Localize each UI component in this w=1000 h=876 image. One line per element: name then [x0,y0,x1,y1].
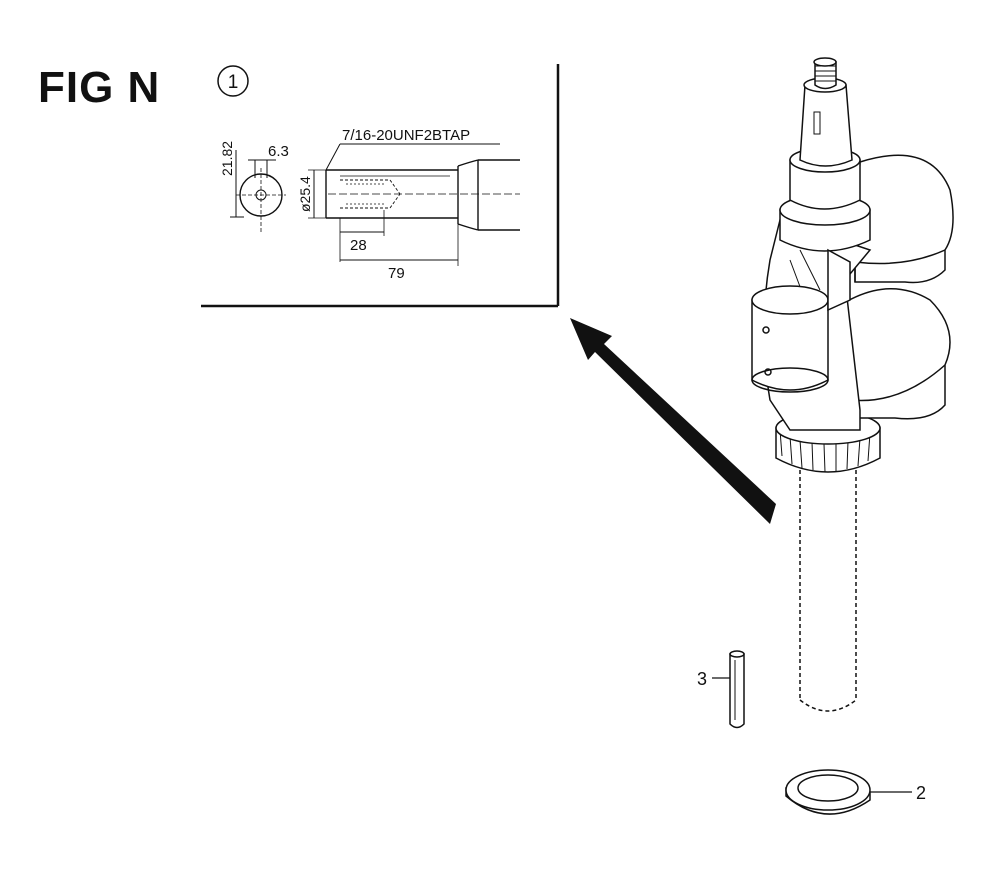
detail-inset [201,64,560,308]
dim-keyway-label: 6.3 [268,143,289,160]
shaft-side-view [308,143,520,266]
pin-top [729,650,745,658]
dim-thread-depth-label: 28 [350,237,367,254]
drill-point-top [389,179,401,195]
thread-leader-angled [325,143,341,171]
taper-keyway [813,111,821,135]
crank-pin-oil-hole-2 [764,368,772,376]
crank-pin-oil-hole [762,326,770,334]
output-shaft-end [799,699,857,712]
callout-number: 1 [228,72,239,93]
threaded-tip [814,61,837,90]
shaft-end-view [230,150,286,232]
dim-height-label: 21.82 [219,141,235,176]
callout-circle [217,65,249,97]
figure-title: FIG N [38,63,161,112]
main-journal [779,147,871,312]
part-2-label: 2 [916,783,926,803]
callout-1: 1 [217,65,249,97]
journal-key [827,248,851,312]
gear-teeth [779,429,871,473]
crank-pin-top [751,285,829,315]
pin-body [729,653,745,729]
part-2-washer [785,769,912,815]
threaded-tip-top [813,57,837,67]
crank-pin [751,285,829,393]
crank-pin-bottom-ring [751,367,829,393]
detail-pointer-arrow [570,318,776,524]
crankshaft-output-shaft [799,470,857,712]
part-3-pin [712,650,745,729]
washer-inner [797,774,859,802]
shoulder-fillet-bottom [457,223,479,231]
tapered-end [799,57,853,167]
arrow-shape [570,318,776,524]
dim-length-label: 79 [388,265,405,282]
part-3-label: 3 [697,669,707,689]
dim-diameter-label: ø25.4 [297,176,313,212]
journal-upper-body [789,159,861,210]
drill-point-bottom [389,193,401,209]
taper-body [799,84,853,167]
shoulder-fillet-top [457,159,479,167]
thread-spec-label: 7/16-20UNF2BTAP [342,127,470,144]
crankshaft [751,57,954,712]
counterweight-upper-body [854,154,954,284]
